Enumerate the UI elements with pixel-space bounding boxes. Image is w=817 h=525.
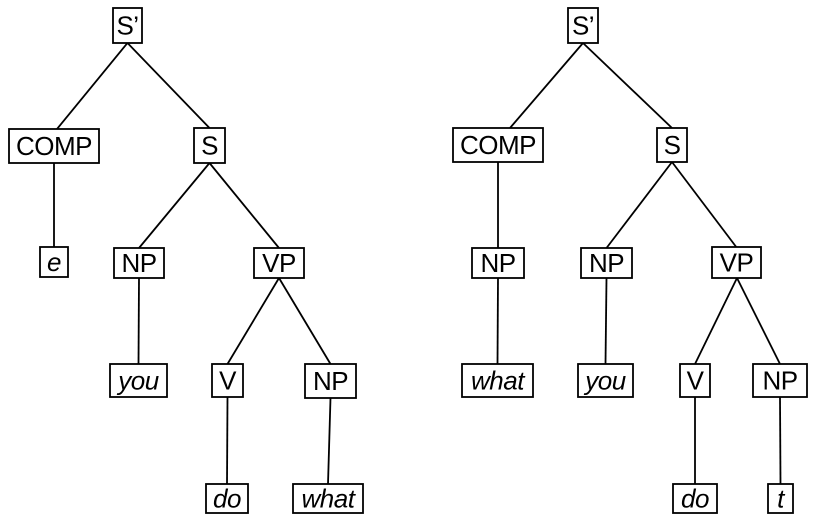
node-v-label: V bbox=[687, 366, 705, 396]
node-s-bar-box bbox=[567, 7, 599, 44]
node-what: what bbox=[292, 483, 364, 514]
node-np-object-label: NP bbox=[313, 366, 348, 396]
edge-vp-v bbox=[226, 277, 280, 365]
node-what-box bbox=[461, 363, 534, 398]
edge-np-what bbox=[327, 397, 332, 485]
node-np-object-box bbox=[752, 363, 808, 398]
node-comp-label: COMP bbox=[460, 130, 536, 160]
edge-sbar-comp bbox=[509, 42, 584, 129]
node-np-subject: NP bbox=[580, 247, 633, 279]
node-np-comp-label: NP bbox=[480, 248, 515, 278]
node-you-label: you bbox=[116, 366, 158, 396]
node-np-subject-label: NP bbox=[121, 248, 156, 278]
node-e-box bbox=[39, 246, 69, 278]
node-comp-label: COMP bbox=[16, 131, 92, 161]
edge-sbar-s bbox=[582, 42, 673, 129]
node-do-box bbox=[205, 483, 249, 514]
edge-s-np bbox=[605, 161, 673, 249]
node-v-label: V bbox=[219, 366, 237, 396]
edge-np-what bbox=[496, 277, 499, 365]
node-np-subject-label: NP bbox=[589, 248, 624, 278]
tree-surface-structure: S’ COMP S NP NP VP bbox=[452, 7, 808, 514]
node-e-label: e bbox=[47, 247, 61, 277]
node-what-box bbox=[292, 483, 364, 514]
node-t-label: t bbox=[777, 484, 786, 514]
node-do-label: do bbox=[213, 484, 241, 514]
node-s-box bbox=[193, 127, 226, 164]
edge-s-vp bbox=[671, 161, 738, 249]
node-you: you bbox=[109, 363, 168, 398]
node-s-bar-label: S’ bbox=[116, 11, 138, 41]
tree-deep-structure: S’ COMP S e NP VP bbox=[8, 7, 364, 514]
edge-s-np bbox=[138, 162, 211, 249]
node-do-label: do bbox=[681, 484, 709, 514]
node-vp-label: VP bbox=[262, 248, 296, 278]
node-vp-box bbox=[711, 246, 762, 279]
node-comp: COMP bbox=[8, 128, 100, 164]
node-do: do bbox=[672, 483, 718, 514]
node-comp: COMP bbox=[452, 127, 544, 163]
node-s-bar: S’ bbox=[112, 7, 143, 44]
node-np-subject-box bbox=[580, 247, 633, 279]
node-np-comp: NP bbox=[471, 247, 525, 279]
node-do: do bbox=[205, 483, 249, 514]
node-t: t bbox=[767, 483, 794, 514]
node-vp-label: VP bbox=[720, 248, 754, 278]
edge-s-vp bbox=[208, 162, 280, 249]
node-np-object: NP bbox=[752, 363, 808, 398]
node-s-box bbox=[656, 127, 688, 163]
node-comp-box bbox=[452, 127, 544, 163]
edge-sbar-s bbox=[126, 42, 211, 129]
node-s-bar-box bbox=[112, 7, 143, 44]
node-do-box bbox=[672, 483, 718, 514]
node-what-label: what bbox=[471, 366, 526, 396]
node-you-box bbox=[577, 363, 634, 398]
node-v-box bbox=[679, 363, 711, 398]
node-s-label: S bbox=[201, 131, 218, 161]
node-what-label: what bbox=[302, 484, 357, 514]
edge-v-do bbox=[226, 396, 229, 485]
edge-np-t bbox=[779, 396, 782, 485]
node-s: S bbox=[656, 127, 688, 163]
edge-vp-v bbox=[694, 277, 738, 365]
node-v: V bbox=[679, 363, 711, 398]
edge-np-you bbox=[137, 277, 140, 365]
node-vp-box bbox=[253, 247, 305, 279]
node-v: V bbox=[211, 363, 244, 398]
node-np-comp-box bbox=[471, 247, 525, 279]
node-np-object-box bbox=[304, 363, 357, 399]
node-vp: VP bbox=[253, 247, 305, 279]
node-np-object-label: NP bbox=[762, 366, 797, 396]
node-you: you bbox=[577, 363, 634, 398]
node-np-subject-box bbox=[113, 247, 165, 279]
node-v-box bbox=[211, 363, 244, 398]
node-s-bar: S’ bbox=[567, 7, 599, 44]
node-you-label: you bbox=[583, 366, 625, 396]
node-comp-box bbox=[8, 128, 100, 164]
edge-vp-np bbox=[278, 277, 332, 365]
node-np-object: NP bbox=[304, 363, 357, 399]
edge-vp-np bbox=[736, 277, 781, 365]
node-s: S bbox=[193, 127, 226, 164]
node-what: what bbox=[461, 363, 534, 398]
node-e: e bbox=[39, 246, 69, 278]
node-you-box bbox=[109, 363, 168, 398]
node-t-box bbox=[767, 483, 794, 514]
node-np-subject: NP bbox=[113, 247, 165, 279]
node-s-bar-label: S’ bbox=[572, 11, 594, 41]
edge-sbar-comp bbox=[56, 42, 129, 130]
edge-np-you bbox=[604, 277, 608, 365]
node-s-label: S bbox=[664, 130, 681, 160]
node-vp: VP bbox=[711, 246, 762, 279]
